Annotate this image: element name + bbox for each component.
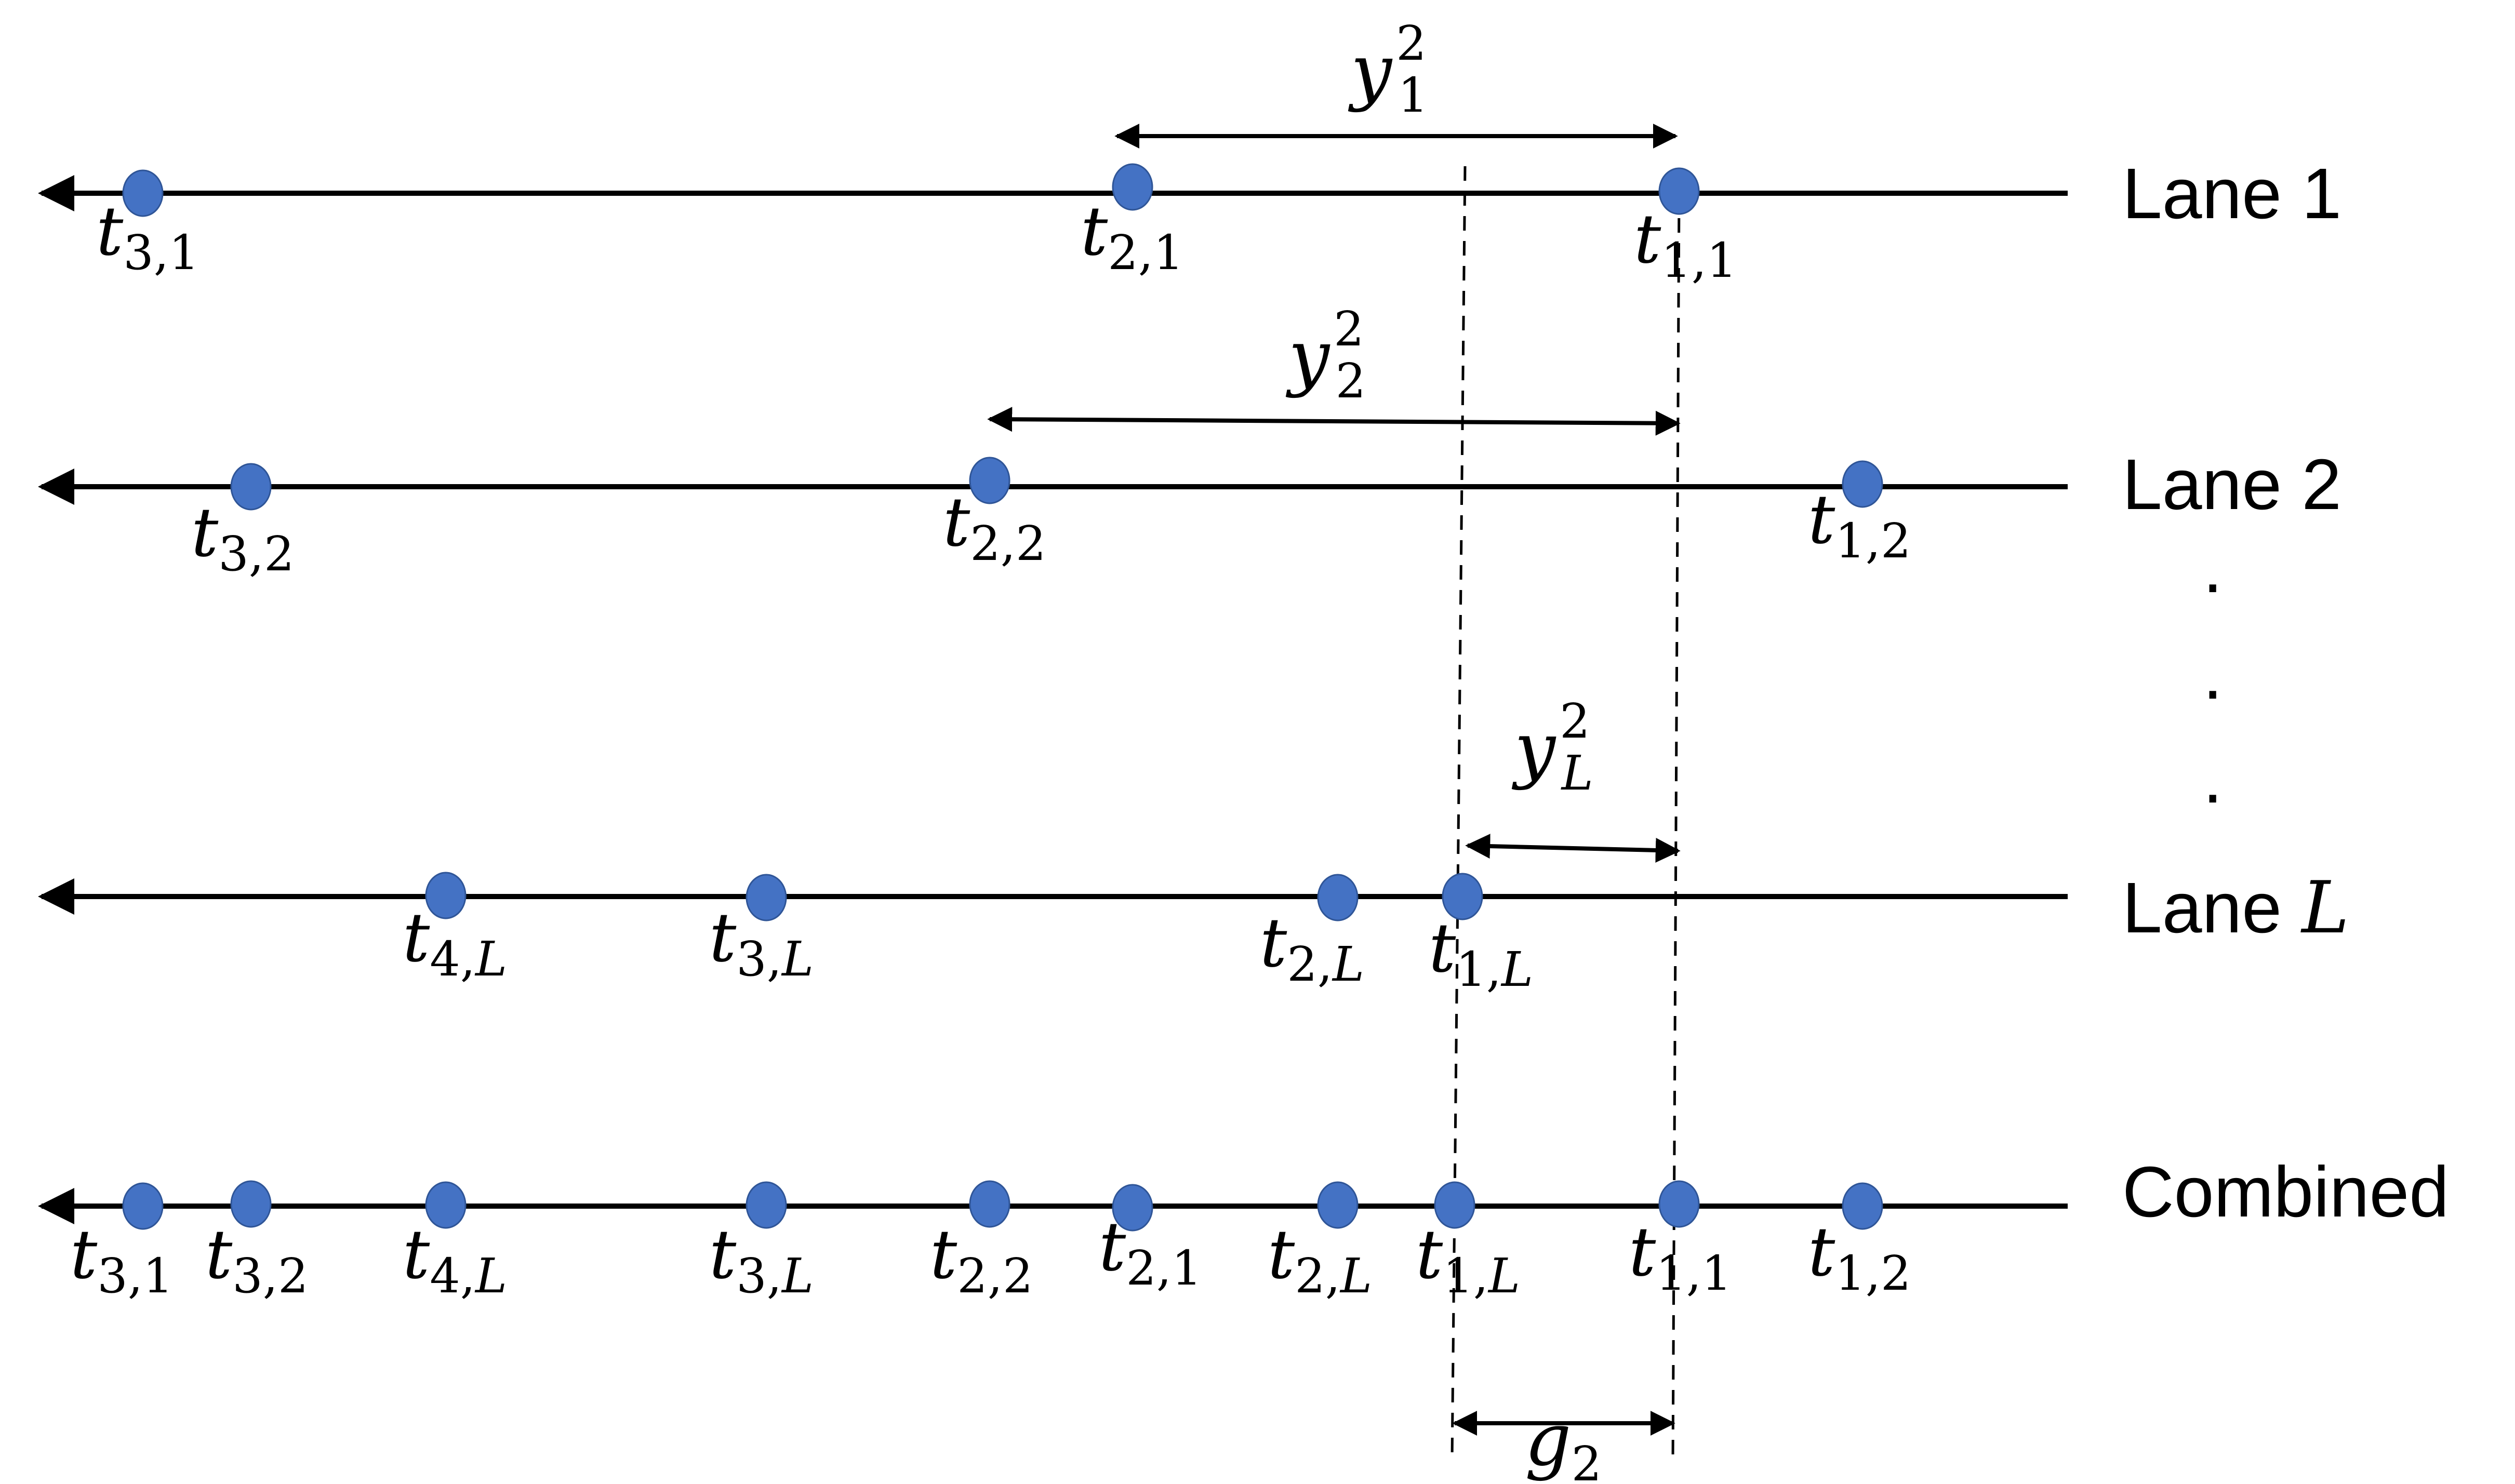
point-t3L-combined — [746, 1181, 787, 1229]
point-t11-combined — [1658, 1180, 1700, 1228]
label-t1L-laneL: t1,L — [1429, 908, 1533, 997]
y2-interval-arrow — [987, 407, 1681, 436]
point-t31-combined — [122, 1182, 164, 1230]
label-t12-combined: t1,2 — [1808, 1212, 1911, 1301]
lane-2-label: Lane 2 — [2122, 445, 2341, 525]
label-t21-lane1: t2,1 — [1081, 192, 1184, 280]
label-t3L-combined: t3,L — [709, 1215, 814, 1304]
label-t1L-combined: t1,L — [1416, 1215, 1520, 1304]
label-t11-lane1: t1,1 — [1634, 199, 1737, 288]
label-t2L-combined: t2,L — [1268, 1215, 1372, 1304]
label-t22-lane2: t2,2 — [943, 483, 1046, 571]
point-t2L-combined — [1317, 1181, 1359, 1229]
label-t2L-laneL: t2,L — [1260, 903, 1364, 992]
label-t32-lane2: t3,2 — [191, 493, 295, 582]
label-t21-combined: t2,1 — [1099, 1207, 1202, 1296]
ellipsis-dot-3: . — [2203, 738, 2223, 818]
label-t4L-laneL: t4,L — [403, 898, 507, 987]
label-t11-combined: t1,1 — [1629, 1212, 1732, 1301]
label-t31-combined: t3,1 — [70, 1215, 174, 1304]
ellipsis-dot-2: . — [2203, 634, 2223, 714]
label-t22-combined: t2,2 — [930, 1215, 1033, 1304]
label-t31-lane1: t3,1 — [96, 192, 199, 280]
label-t4L-combined: t4,L — [403, 1215, 507, 1304]
point-t12-combined — [1842, 1182, 1883, 1230]
label-t32-combined: t3,2 — [205, 1215, 309, 1304]
lane-l-label: Lane L — [2122, 866, 2349, 950]
label-g2: g2 — [1525, 1398, 1602, 1484]
ellipsis-dot-1: . — [2203, 528, 2223, 608]
point-t11-lane1 — [1658, 167, 1700, 215]
combined-label: Combined — [2122, 1152, 2449, 1232]
point-t4L-combined — [425, 1181, 467, 1229]
yL-interval-arrow — [1465, 834, 1681, 863]
point-t21-lane1 — [1112, 163, 1153, 211]
point-t32-combined — [230, 1180, 272, 1228]
point-t4L-laneL — [425, 872, 467, 919]
point-t1L-laneL — [1442, 873, 1483, 920]
label-t12-lane2: t1,2 — [1808, 480, 1911, 569]
point-t31-lane1 — [122, 169, 164, 217]
point-t21-combined — [1112, 1184, 1153, 1232]
point-t3L-laneL — [746, 874, 787, 921]
point-t32-lane2 — [230, 463, 272, 511]
point-t22-combined — [969, 1180, 1010, 1228]
point-t22-lane2 — [969, 457, 1010, 504]
lane-1-label: Lane 1 — [2122, 154, 2341, 234]
dashed-line-t1L — [1451, 166, 1467, 1460]
point-t2L-laneL — [1317, 874, 1359, 921]
dashed-line-t11 — [1671, 193, 1681, 1460]
label-t3L-laneL: t3,L — [709, 898, 814, 987]
point-t12-lane2 — [1842, 460, 1883, 508]
point-t1L-combined — [1434, 1181, 1475, 1229]
